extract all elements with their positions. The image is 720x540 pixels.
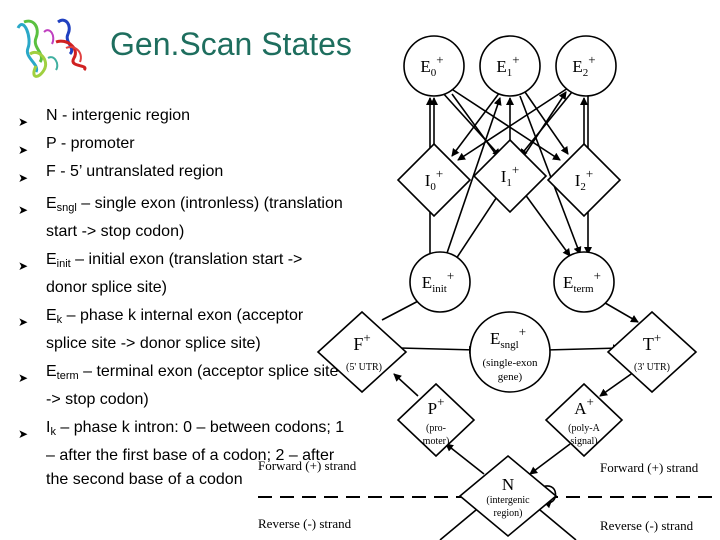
node-p-note1: (pro-	[426, 423, 446, 434]
node-a-note2: signal)	[570, 436, 597, 447]
edge-e2-i0	[457, 87, 569, 161]
bullet-arrow-icon: ➤	[18, 259, 29, 273]
node-eterm	[553, 251, 615, 313]
node-esngl-label: Esngl+	[490, 324, 526, 351]
edge-p-f	[393, 373, 419, 397]
node-f	[316, 310, 408, 394]
edge-n-reverse-left	[439, 509, 477, 540]
reverse-strand-label-right: Reverse (-) strand	[600, 518, 694, 533]
edge-e2-i1	[519, 91, 573, 157]
reverse-strand-label-left: Reverse (-) strand	[258, 516, 352, 531]
edge-n-reverse-right	[539, 509, 577, 540]
edge-e1-eterm	[519, 95, 582, 255]
node-einit	[409, 251, 471, 313]
node-i1	[472, 138, 548, 214]
node-esngl	[469, 311, 551, 393]
edge-t-a	[599, 371, 635, 397]
node-n-note1: (intergenic	[486, 495, 530, 506]
edge-einit-e1	[445, 97, 502, 257]
node-t-note: (3' UTR)	[634, 362, 670, 373]
node-i2-label: I2+	[575, 166, 594, 193]
node-eterm-label: Eterm+	[563, 268, 601, 295]
node-p-label: P+	[428, 394, 445, 418]
node-i2	[546, 142, 622, 218]
bullet-arrow-icon: ➤	[18, 171, 29, 185]
bullet-arrow-icon: ➤	[18, 115, 29, 129]
edge-a-n	[529, 443, 571, 475]
edge-esngl-t	[545, 344, 621, 353]
node-f-note: (5' UTR)	[346, 362, 382, 373]
edge-e0-i2	[449, 87, 561, 161]
diagram-nodes	[316, 35, 698, 538]
node-t	[606, 310, 698, 394]
node-i0-label: I0+	[425, 166, 444, 193]
forward-strand-label-right: Forward (+) strand	[600, 460, 699, 475]
node-esngl-note2: gene)	[498, 371, 523, 383]
node-e2	[555, 35, 617, 97]
bullet-arrow-icon: ➤	[18, 203, 29, 217]
protein-structure-logo	[16, 18, 87, 78]
edge-eterm-t	[599, 299, 639, 323]
edge-e1-i0	[451, 91, 501, 157]
node-einit-label: Einit+	[422, 268, 454, 295]
node-p-note2: moter)	[423, 436, 450, 447]
node-e0	[403, 35, 465, 97]
node-e1-label: E1+	[496, 52, 519, 79]
node-a-label: A+	[574, 394, 594, 418]
bullet-arrow-icon: ➤	[18, 143, 29, 157]
bullet-arrow-icon: ➤	[18, 427, 29, 441]
node-i1-label: I1+	[501, 162, 520, 189]
forward-strand-label-left: Forward (+) strand	[258, 458, 357, 473]
node-n-note2: region)	[494, 508, 523, 519]
node-a	[544, 382, 624, 458]
slide-title: Gen.Scan States	[110, 26, 352, 62]
bullet-arrow-icon: ➤	[18, 371, 29, 385]
edge-f-esngl	[399, 345, 477, 354]
node-e1	[479, 35, 541, 97]
node-f-label: F+	[353, 330, 370, 354]
node-esngl-note1: (single-exon	[483, 357, 538, 369]
edge-n-p	[445, 443, 485, 475]
node-e2-label: E2+	[572, 52, 595, 79]
node-i0	[396, 142, 472, 218]
node-p	[396, 382, 476, 458]
bullet-arrow-icon: ➤	[18, 315, 29, 329]
node-t-label: T+	[643, 330, 661, 354]
node-n	[458, 454, 558, 538]
node-e0-label: E0+	[420, 52, 443, 79]
node-n-label: N	[502, 475, 514, 494]
node-a-note1: (poly-A	[568, 423, 600, 434]
